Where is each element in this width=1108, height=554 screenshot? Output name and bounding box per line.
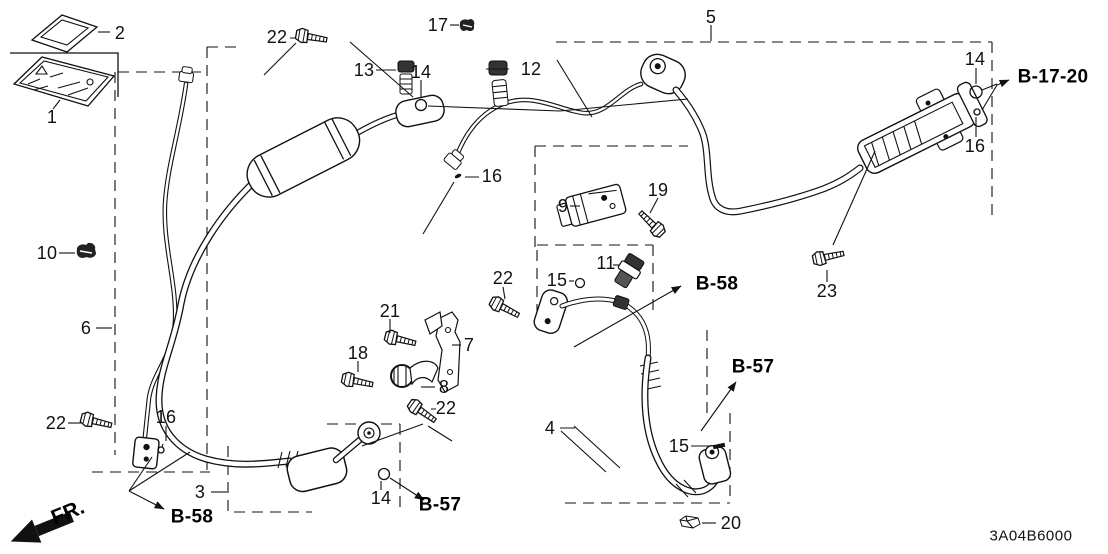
label-plate-2 [30, 14, 99, 53]
clamp-8 [390, 360, 439, 388]
callout-part-14-b: 14 [964, 49, 986, 69]
ref-label-b-58-left: B-58 [170, 506, 214, 528]
bracket-7 [424, 311, 461, 393]
callout-part-16-a: 16 [964, 136, 986, 156]
callout-part-13: 13 [353, 60, 375, 80]
callout-part-20: 20 [720, 513, 742, 533]
caution-label-1 [12, 56, 116, 107]
o-ring-14b [377, 467, 391, 481]
pin-16b [454, 173, 462, 179]
pipe-5 [443, 53, 988, 216]
callout-part-21: 21 [379, 301, 401, 321]
valve-13 [397, 60, 415, 95]
callout-part-15-b: 15 [668, 436, 690, 456]
bolt-19 [634, 206, 668, 240]
ref-label-b-57-right: B-57 [731, 356, 775, 378]
fr-arrow [10, 511, 74, 543]
hose-3 [155, 60, 445, 493]
callout-part-2: 2 [114, 23, 126, 43]
callout-part-23: 23 [816, 281, 838, 301]
diagram-code: 3A04B6000 [989, 527, 1073, 545]
callout-part-22-d: 22 [45, 413, 67, 433]
callout-part-12: 12 [520, 59, 542, 79]
callout-part-9: 9 [557, 196, 569, 216]
callout-part-5: 5 [705, 7, 717, 27]
callout-part-1: 1 [46, 107, 58, 127]
pin-15b [712, 442, 726, 450]
callout-part-22-a: 22 [266, 27, 288, 47]
callout-part-6: 6 [80, 318, 92, 338]
callout-part-16-b: 16 [481, 166, 503, 186]
callout-part-22-b: 22 [492, 268, 514, 288]
ref-label-b-58-right: B-58 [695, 273, 739, 295]
callout-part-14-a: 14 [410, 62, 432, 82]
bolt-22a [294, 26, 329, 48]
sensor-11 [614, 253, 645, 289]
callout-part-22-c: 22 [435, 398, 457, 418]
condenser-connector [856, 81, 988, 174]
bolt-22d [404, 396, 440, 428]
callout-part-18: 18 [347, 343, 369, 363]
leader-lines [52, 24, 1010, 524]
bolt-22b [78, 410, 114, 433]
callout-part-4: 4 [544, 418, 556, 438]
o-ring-16a [973, 108, 981, 116]
ref-label-b-57-bottom: B-57 [418, 494, 462, 516]
callout-part-14-c: 14 [370, 488, 392, 508]
callout-part-10: 10 [36, 243, 58, 263]
muffler [246, 117, 361, 198]
expansion-valve-9 [556, 183, 627, 227]
hose-4 [533, 253, 732, 529]
callout-part-7: 7 [463, 335, 475, 355]
bolt-21 [382, 328, 418, 351]
callout-part-8: 8 [438, 377, 450, 397]
callout-part-15-a: 15 [546, 270, 568, 290]
callout-part-19: 19 [647, 180, 669, 200]
clip-17 [459, 19, 475, 32]
ref-label-b-17-20: B-17-20 [1017, 66, 1089, 88]
o-ring-14c [969, 85, 983, 99]
nut-20 [679, 515, 701, 529]
callout-part-16-c: 16 [155, 407, 177, 427]
o-ring-15a [574, 277, 586, 289]
o-ring-14a [414, 98, 428, 112]
callout-part-17: 17 [427, 15, 449, 35]
bolt-23 [811, 245, 846, 268]
callout-part-3: 3 [194, 482, 206, 502]
callout-part-11: 11 [596, 253, 616, 273]
bolt-18 [340, 370, 375, 393]
clip-10 [76, 242, 96, 258]
